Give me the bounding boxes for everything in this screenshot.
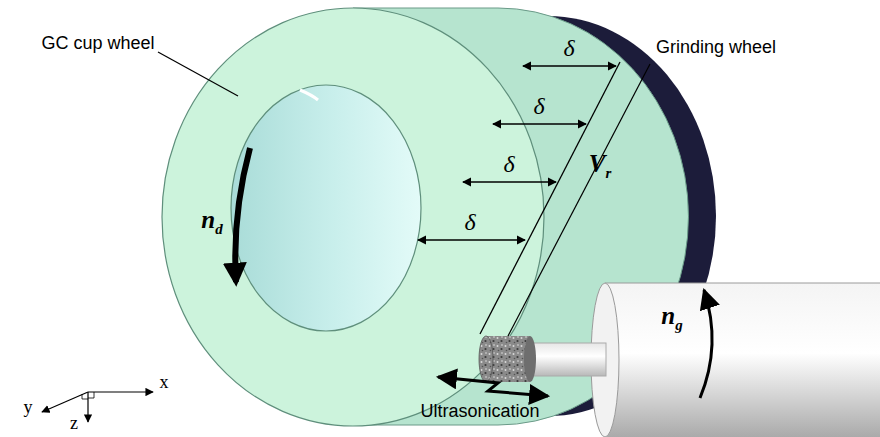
dimension-symbol: δ (464, 209, 475, 235)
axis-label: x (160, 373, 169, 393)
velocity-line (480, 62, 620, 334)
cup-wheel-face (162, 8, 544, 426)
hole-highlight (300, 90, 318, 100)
dimension-arrow (493, 123, 586, 124)
axis-z (87, 392, 88, 422)
shaft (528, 343, 606, 376)
leader-line (508, 64, 650, 336)
vibration-arrow (438, 377, 548, 396)
axis-corner (82, 392, 94, 399)
rotation-arrow (235, 148, 250, 282)
dimension-arrow (463, 181, 556, 182)
cup-wheel-hole (231, 85, 421, 331)
leader-line (158, 52, 238, 96)
velocity-symbol: Vr (589, 150, 612, 182)
spindle-body (605, 283, 880, 437)
part-label: GC cup wheel (41, 34, 154, 54)
dimension-arrow (523, 65, 616, 66)
motion-label: Ultrasonication (420, 402, 539, 422)
axis-y (42, 392, 88, 412)
axis-label: z (70, 414, 78, 434)
axis-x (88, 391, 153, 392)
speed-symbol: nd (201, 206, 222, 238)
dimension-arrow (418, 239, 525, 240)
part-label: Grinding wheel (656, 38, 776, 58)
rotation-arrow (700, 290, 712, 398)
dimension-symbol: δ (563, 35, 574, 61)
axis-label: y (24, 398, 33, 418)
dimension-symbol: δ (533, 93, 544, 119)
speed-symbol: ng (661, 302, 682, 334)
dimension-symbol: δ (503, 151, 514, 177)
